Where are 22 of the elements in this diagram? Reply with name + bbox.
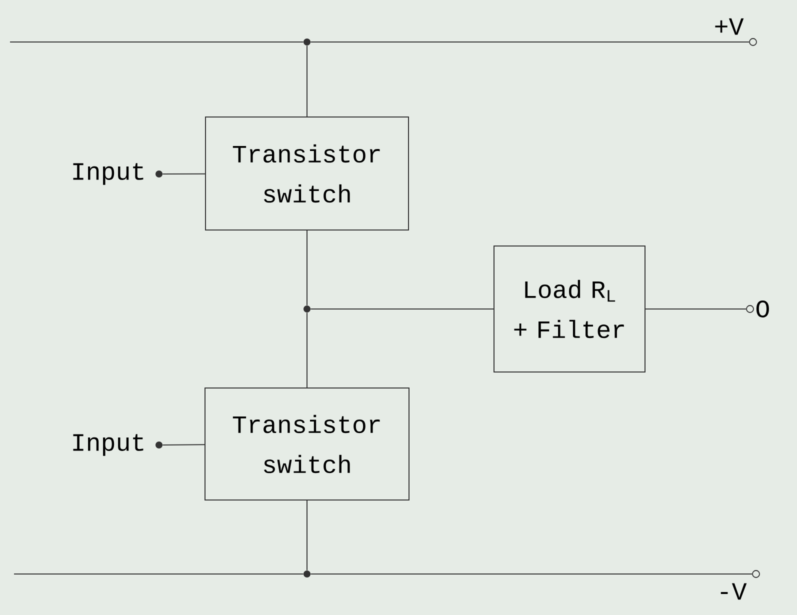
wire	[306, 312, 308, 388]
wire	[306, 500, 308, 571]
wire	[645, 308, 747, 310]
junction-dot	[156, 442, 162, 448]
wire	[162, 444, 205, 446]
terminal-label: +V	[715, 18, 744, 35]
junction-dot	[304, 38, 310, 46]
junction-dot	[156, 170, 162, 178]
block-box: Load R$_{L}$ + Filter	[494, 246, 646, 372]
terminal-circle	[749, 38, 757, 46]
wire	[306, 230, 308, 306]
terminal-label: Input	[73, 163, 144, 185]
terminal-label: O	[756, 300, 769, 318]
wire	[162, 173, 206, 174]
block-box: Transistor switch	[204, 388, 410, 500]
wire	[306, 45, 308, 117]
junction-dot	[304, 306, 310, 312]
junction-dot	[304, 570, 310, 578]
block-box: Transistor switch	[205, 116, 409, 230]
terminal-label: -V	[720, 583, 747, 600]
wire	[310, 308, 494, 310]
terminal-label: Input	[73, 434, 144, 456]
